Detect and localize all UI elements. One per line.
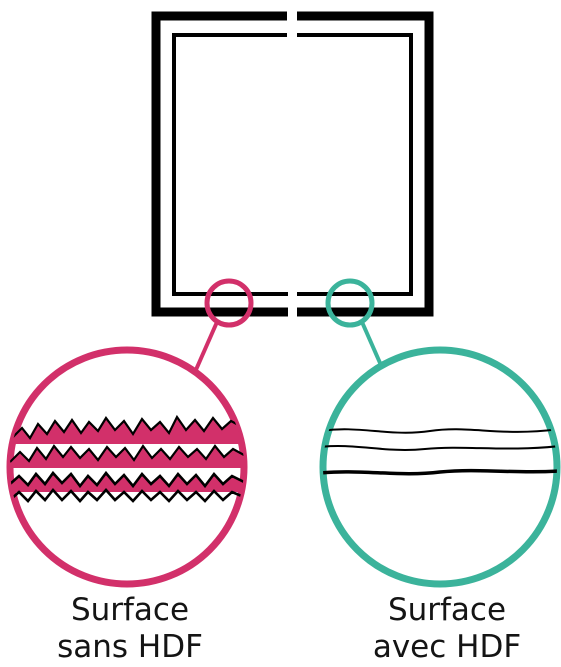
rough-surface-layers [10,414,244,503]
zoom-without-hdf [6,346,248,588]
caption-left-line2: sans HDF [57,629,203,665]
rough-line-4 [10,487,244,503]
caption-right-line2: avec HDF [372,629,522,665]
rough-line-1 [10,414,244,441]
smooth-line-1 [323,428,557,434]
smooth-line-2 [323,445,557,451]
smooth-surface-layers [323,428,557,476]
door-outer-right [297,11,434,317]
door-inner-left [172,33,291,296]
door-inner-right [297,33,413,296]
door-outer-left [151,11,291,317]
magnifier-marker-right [325,278,375,328]
rough-line-2 [10,444,244,463]
caption-right-line1: Surface [387,592,507,628]
door-frame [151,8,434,320]
smooth-line-3 [323,468,557,476]
connector-left [193,321,219,373]
zoom-circle-right [319,346,561,588]
caption-left-line1: Surface [70,592,190,628]
magnifier-marker-left [204,278,254,328]
rough-line-3 [10,470,244,489]
rough-shading-1 [10,417,244,444]
caption-without-hdf: Surface sans HDF [20,592,240,666]
caption-with-hdf: Surface avec HDF [337,592,557,666]
zoom-with-hdf [319,346,561,588]
